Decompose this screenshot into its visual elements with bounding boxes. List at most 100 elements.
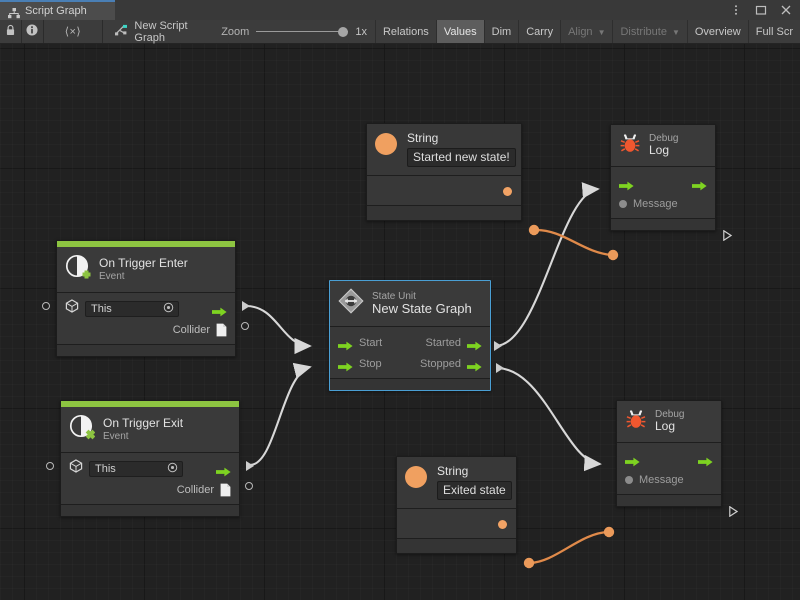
- toolbar-button-label: Relations: [382, 25, 429, 38]
- collider-label: Collider: [176, 483, 214, 496]
- node-footer: [617, 494, 721, 506]
- flow-output-port[interactable]: [692, 178, 707, 190]
- maximize-icon[interactable]: [755, 4, 767, 16]
- collider-doc-icon[interactable]: [216, 323, 227, 337]
- toolbar-button-dim[interactable]: Dim: [483, 20, 519, 43]
- node-title: Log: [655, 419, 676, 434]
- toolbar-button-label: Dim: [491, 25, 512, 38]
- toolbar-button-distribute[interactable]: Distribute ▼: [612, 20, 686, 43]
- started-output-arrow-marker[interactable]: [494, 341, 502, 351]
- started-output-port[interactable]: [467, 338, 482, 350]
- string-value-input[interactable]: Exited state: [437, 481, 512, 500]
- target-row: This: [61, 458, 239, 479]
- node-string-started[interactable]: String Started new state!: [366, 123, 522, 221]
- string-output-port[interactable]: [498, 520, 507, 529]
- tab-script-graph[interactable]: Script Graph: [0, 0, 115, 20]
- target-picker-icon[interactable]: [163, 302, 174, 316]
- tab-label: Script Graph: [25, 4, 87, 17]
- node-state-unit[interactable]: State Unit New State Graph Start Started: [329, 280, 491, 391]
- gameobject-icon: [65, 299, 79, 318]
- stopped-output-port[interactable]: [467, 359, 482, 371]
- target-picker-icon[interactable]: [167, 462, 178, 476]
- toolbar-button-carry[interactable]: Carry: [518, 20, 560, 43]
- node-body: Message: [611, 167, 715, 218]
- lock-icon: [5, 24, 16, 39]
- graph-name-label: New Script Graph: [134, 19, 188, 44]
- flow-row: [617, 448, 721, 469]
- toolbar-button-overview[interactable]: Overview: [686, 20, 748, 43]
- collider-doc-icon[interactable]: [220, 483, 231, 497]
- graph-canvas[interactable]: String Started new state!: [0, 44, 800, 600]
- string-output-port[interactable]: [503, 187, 512, 196]
- node-on-trigger-enter[interactable]: On Trigger Enter Event This: [56, 240, 236, 357]
- flow-output-arrow-marker[interactable]: [729, 504, 739, 518]
- window-controls: [730, 0, 792, 20]
- more-options-icon[interactable]: [730, 4, 742, 16]
- node-header: Debug Log: [617, 401, 721, 443]
- event-enter-icon: [65, 254, 91, 285]
- flow-output-port[interactable]: [698, 454, 713, 466]
- node-title: String: [437, 464, 469, 478]
- flow-input-port[interactable]: [619, 178, 634, 190]
- graph-icon: [8, 6, 20, 18]
- close-icon[interactable]: [780, 4, 792, 16]
- toolbar-button-align[interactable]: Align ▼: [560, 20, 612, 43]
- node-subtitle: Debug: [649, 133, 679, 145]
- node-body: Message: [617, 443, 721, 494]
- target-dropdown[interactable]: This: [85, 300, 179, 317]
- flow-input-port[interactable]: [625, 454, 640, 466]
- gameobject-icon: [69, 459, 83, 478]
- node-title: New State Graph: [372, 300, 472, 316]
- flow-output-arrow-marker[interactable]: [723, 228, 733, 242]
- collider-label: Collider: [172, 323, 210, 336]
- flow-row: [611, 172, 715, 193]
- message-input-port[interactable]: [619, 199, 627, 208]
- code-view-button[interactable]: ⟨×⟩: [44, 20, 104, 43]
- node-body: This Collider: [61, 453, 239, 504]
- node-subtitle: Event: [103, 430, 129, 442]
- flow-output-port[interactable]: [212, 304, 227, 316]
- target-input-port-marker[interactable]: [42, 302, 50, 310]
- flow-output-arrow-marker[interactable]: [242, 301, 250, 311]
- graph-toolbar: ⟨×⟩ New Script Graph Zoom 1x: [0, 20, 800, 44]
- node-header: State Unit New State Graph: [330, 281, 490, 327]
- flow-output-port[interactable]: [216, 464, 231, 476]
- zoom-slider-knob[interactable]: [338, 26, 349, 37]
- node-debug-log-top[interactable]: Debug Log Message: [610, 124, 716, 231]
- node-footer: [61, 504, 239, 516]
- node-body: [397, 509, 516, 539]
- string-value-icon: [405, 466, 427, 488]
- stop-input-port[interactable]: [338, 359, 353, 371]
- node-debug-log-bottom[interactable]: Debug Log Message: [616, 400, 722, 507]
- node-title: String: [407, 131, 439, 145]
- zoom-control: Zoom 1x: [213, 20, 375, 43]
- target-dropdown[interactable]: This: [89, 460, 183, 477]
- start-input-port[interactable]: [338, 338, 353, 350]
- stopped-output-arrow-marker[interactable]: [496, 363, 504, 373]
- string-value-input[interactable]: Started new state!: [407, 148, 516, 167]
- toolbar-button-relations[interactable]: Relations: [374, 20, 436, 43]
- lock-button[interactable]: [0, 20, 22, 43]
- node-footer: [611, 218, 715, 230]
- node-on-trigger-exit[interactable]: On Trigger Exit Event This: [60, 400, 240, 517]
- message-input-port[interactable]: [625, 475, 633, 484]
- toolbar-button-values[interactable]: Values: [435, 20, 484, 43]
- node-accent-bar: [61, 401, 239, 407]
- target-input-port-marker[interactable]: [46, 462, 54, 470]
- event-exit-icon: [69, 414, 96, 445]
- flow-output-arrow-marker[interactable]: [246, 461, 254, 471]
- node-string-exited[interactable]: String Exited state: [396, 456, 517, 554]
- node-subtitle: Debug: [655, 409, 685, 421]
- zoom-label: Zoom: [221, 25, 250, 38]
- state-unit-icon: [338, 288, 364, 319]
- string-value-icon: [375, 133, 397, 155]
- collider-output-port-marker[interactable]: [241, 322, 249, 330]
- toolbar-button-fullscreen[interactable]: Full Scr: [747, 20, 800, 43]
- graph-name-field[interactable]: New Script Graph: [103, 19, 213, 44]
- info-button[interactable]: [22, 20, 44, 43]
- node-subtitle: State Unit: [372, 290, 416, 302]
- zoom-slider[interactable]: [256, 26, 349, 38]
- collider-output-port-marker[interactable]: [245, 482, 253, 490]
- toolbar-button-label: Align: [568, 25, 593, 38]
